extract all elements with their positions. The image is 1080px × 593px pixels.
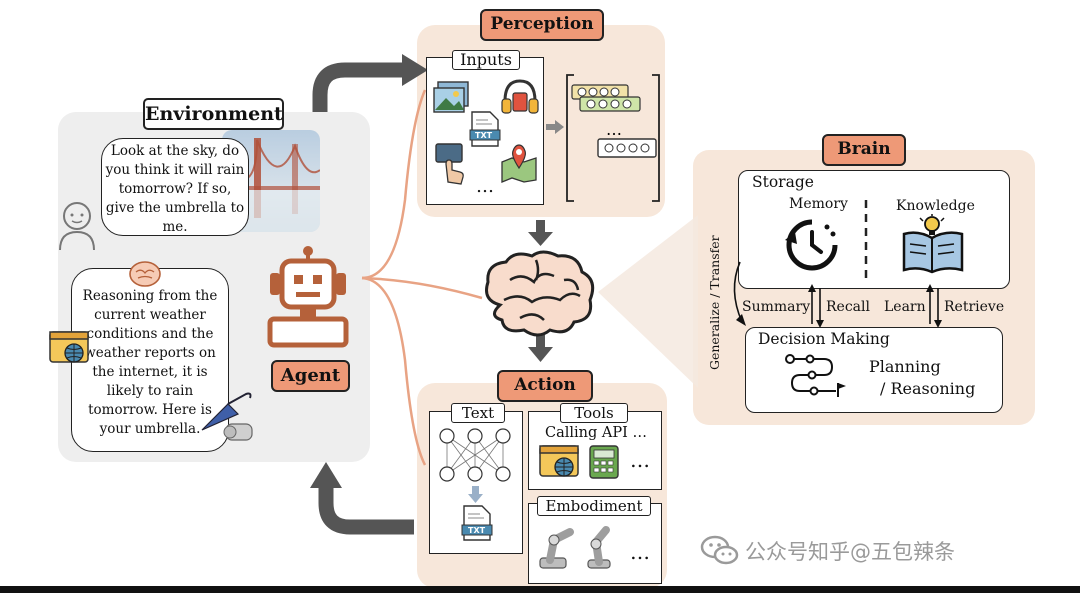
web-browser-icon	[49, 331, 89, 363]
map-location-icon	[501, 144, 537, 183]
storage-decision-arrows	[808, 284, 942, 328]
embodiment-label: Embodiment	[537, 496, 651, 516]
reasoning-label: / Reasoning	[880, 379, 976, 398]
knowledge-book-icon	[902, 214, 964, 274]
tools-label: Tools	[560, 403, 628, 423]
text-file-icon	[469, 111, 501, 147]
watermark-text: 公众号知乎@五包辣条	[745, 540, 955, 564]
output-text-file-icon	[461, 505, 493, 541]
memory-clock-icon	[785, 219, 838, 271]
perception-title: Perception	[480, 9, 604, 41]
agent-speech-bubble: Reasoning from the current weather condi…	[71, 268, 229, 452]
tools-ellipsis: …	[630, 448, 650, 472]
recall-label: Recall	[826, 299, 870, 315]
learn-label: Learn	[884, 299, 926, 315]
action-title: Action	[497, 370, 593, 402]
environment-title: Environment	[143, 98, 284, 130]
embedding-vectors: …	[566, 74, 660, 202]
planning-label: Planning	[869, 357, 941, 376]
text-output-label: Text	[451, 403, 505, 423]
brain-title: Brain	[822, 134, 906, 166]
memory-label: Memory	[789, 196, 848, 212]
perception-txt-label: TXT	[475, 131, 493, 140]
robot-arm-icon	[539, 526, 611, 569]
storage-divider	[864, 200, 868, 278]
agent-label: Agent	[271, 360, 350, 392]
generalize-transfer-label: Generalize / Transfer	[707, 235, 722, 370]
storage-label: Storage	[752, 173, 814, 191]
umbrella-icon	[201, 392, 253, 441]
decision-making-box	[745, 327, 1003, 413]
generalize-loop-arrow	[733, 261, 746, 326]
small-brain-icon	[129, 261, 161, 287]
neural-network-icon	[439, 428, 511, 482]
retrieve-label: Retrieve	[944, 299, 1005, 315]
embodiment-ellipsis: …	[630, 540, 650, 564]
summary-label: Summary	[742, 299, 811, 315]
action-txt-label: TXT	[468, 526, 486, 535]
robot-agent-icon	[267, 246, 349, 348]
decision-making-label: Decision Making	[758, 330, 890, 348]
calculator-icon	[589, 445, 619, 479]
api-browser-icon	[539, 445, 579, 477]
inputs-label: Inputs	[452, 50, 520, 70]
planning-path-icon	[785, 354, 846, 397]
bottom-bar	[0, 586, 1080, 593]
wechat-icon	[700, 535, 739, 565]
audio-headphones-icon	[501, 79, 539, 114]
user-speech-bubble: Look at the sky, do you think it will ra…	[101, 138, 249, 236]
user-icon	[59, 202, 95, 251]
central-brain-icon	[485, 250, 595, 337]
svg-text:…: …	[606, 120, 622, 139]
knowledge-label: Knowledge	[896, 198, 975, 214]
text-down-arrow	[468, 486, 483, 503]
image-icon	[433, 81, 469, 113]
encode-arrow	[546, 120, 564, 134]
storage-box	[738, 170, 1010, 289]
touch-screen-icon	[435, 143, 464, 185]
calling-api-text: Calling API …	[545, 425, 647, 441]
inputs-ellipsis: …	[476, 176, 494, 197]
